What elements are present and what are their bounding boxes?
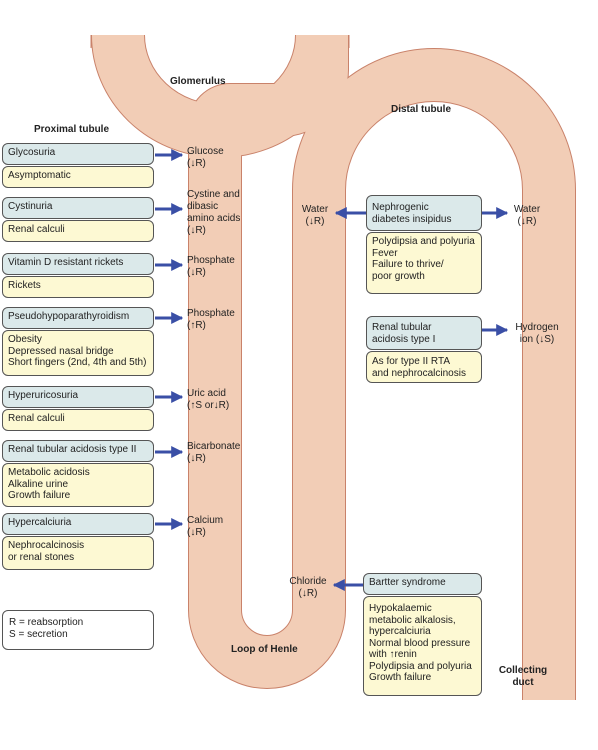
phosphate1-label: Phosphate (↓R) [187, 255, 235, 278]
water-left-label: Water (↓R) [301, 204, 329, 227]
bicarbonate-label: Bicarbonate (↓R) [187, 441, 241, 464]
features-bartter: Hypokalaemic metabolic alkalosis, hyperc… [363, 596, 482, 696]
hydrogen-label: Hydrogen ion (↓S) [515, 322, 559, 345]
chloride-label: Chloride (↓R) [289, 576, 327, 599]
proximal-tubule-label: Proximal tubule [34, 124, 110, 135]
disease-rta1: Renal tubular acidosis type I [366, 316, 482, 350]
glucose-label: Glucose (↓R) [187, 146, 224, 169]
uric-acid-label: Uric acid (↑S or↓R) [187, 388, 230, 411]
disease-hypercalciuria: Hypercalciuria [2, 513, 154, 535]
tubule-fill [92, 9, 575, 700]
disease-cystinuria: Cystinuria [2, 197, 154, 219]
distal-tubule-label: Distal tubule [391, 104, 452, 115]
loop-of-henle-label: Loop of Henle [231, 644, 298, 655]
cystine-label: Cystine and dibasic amino acids (↓R) [187, 189, 241, 236]
features-cystinuria: Renal calculi [2, 220, 154, 242]
disease-glycosuria: Glycosuria [2, 143, 154, 165]
disease-ndi: Nephrogenic diabetes insipidus [366, 195, 482, 231]
legend-box: R = reabsorption S = secretion [2, 610, 154, 650]
features-glycosuria: Asymptomatic [2, 166, 154, 188]
features-rta1: As for type II RTA and nephrocalcinosis [366, 351, 482, 383]
disease-bartter: Bartter syndrome [363, 573, 482, 595]
disease-hyperuricosuria: Hyperuricosuria [2, 386, 154, 408]
phosphate2-label: Phosphate (↑R) [187, 308, 235, 331]
features-hypercalciuria: Nephrocalcinosis or renal stones [2, 536, 154, 570]
features-vitd-rickets: Rickets [2, 276, 154, 298]
collecting-duct-label: Collecting duct [498, 665, 548, 688]
disease-rta2: Renal tubular acidosis type II [2, 440, 154, 462]
features-pseudohypo: Obesity Depressed nasal bridge Short fin… [2, 330, 154, 376]
disease-vitd-rickets: Vitamin D resistant rickets [2, 253, 154, 275]
water-right-label: Water (↓R) [513, 204, 541, 227]
disease-pseudohypo: Pseudohypoparathyroidism [2, 307, 154, 329]
calcium-label: Calcium (↓R) [187, 515, 224, 538]
features-rta2: Metabolic acidosis Alkaline urine Growth… [2, 463, 154, 507]
glomerulus-label: Glomerulus [170, 76, 226, 87]
features-ndi: Polydipsia and polyuria Fever Failure to… [366, 232, 482, 294]
features-hyperuricosuria: Renal calculi [2, 409, 154, 431]
